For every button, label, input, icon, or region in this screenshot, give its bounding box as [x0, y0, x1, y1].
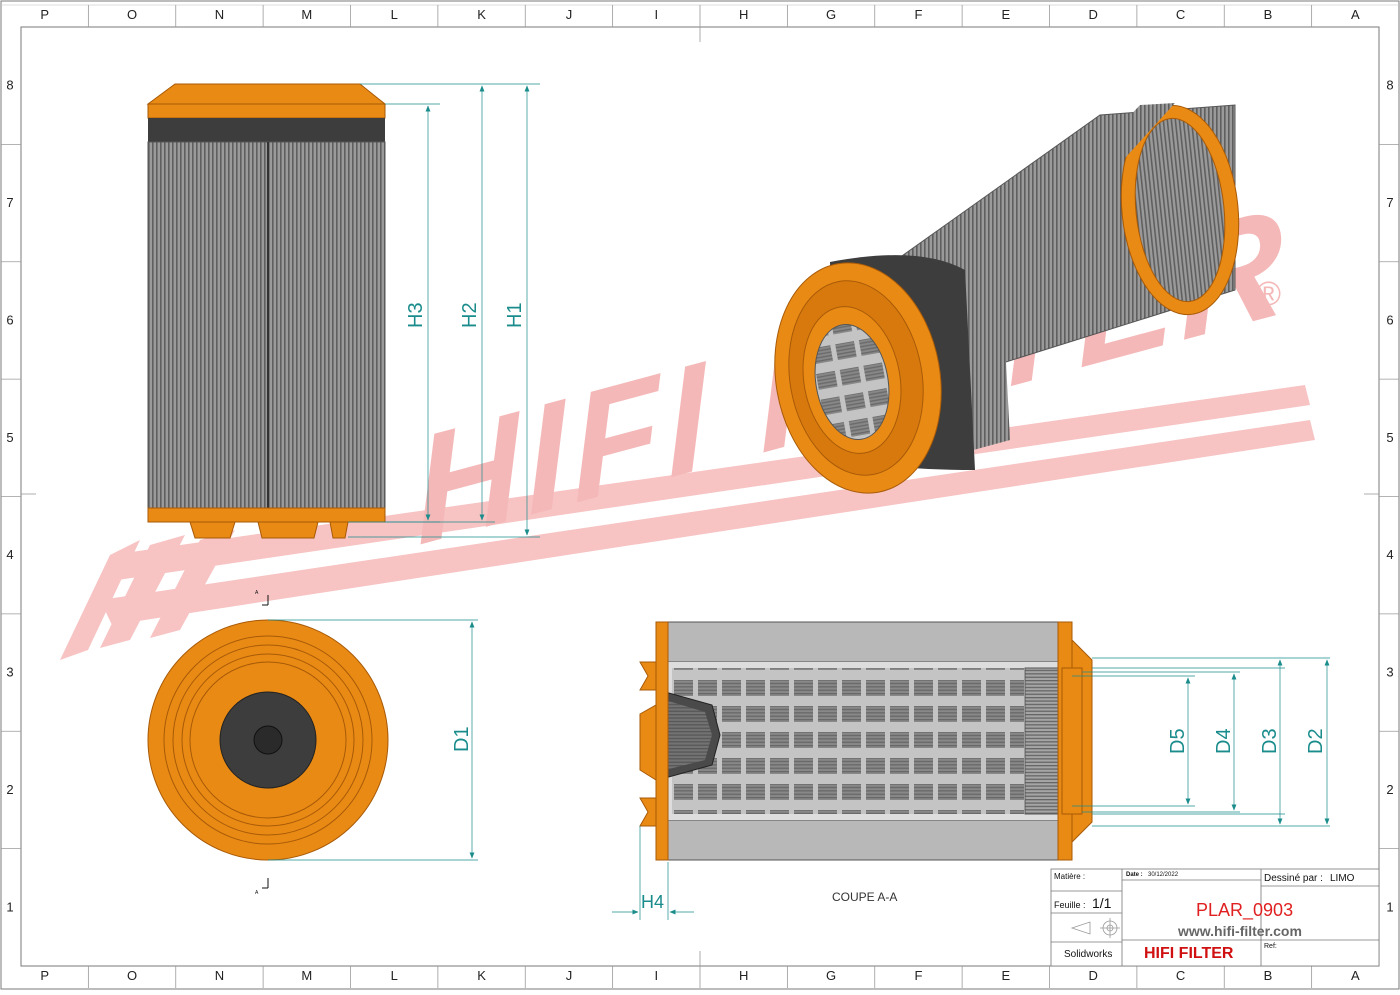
- border-col-label-top: C: [1176, 7, 1185, 22]
- title-block: [1050, 868, 1380, 967]
- section-marker-bottom-label: A: [255, 890, 259, 896]
- border-col-label-top: P: [40, 7, 49, 22]
- border-row-label-left: 7: [6, 195, 13, 210]
- border-col-label-top: F: [914, 7, 922, 22]
- border-row-label-left: 6: [6, 312, 13, 327]
- border-row-label-left: 3: [6, 665, 13, 680]
- front-elevation-view: [146, 83, 387, 539]
- front-dimensions: [348, 83, 540, 538]
- border-col-label-top: J: [566, 7, 573, 22]
- border-col-label-top: D: [1088, 7, 1097, 22]
- border-ticks: [1, 5, 1399, 988]
- border-col-label-top: I: [655, 7, 659, 22]
- bottom-view: [147, 619, 389, 861]
- website: www.hifi-filter.com: [1177, 923, 1302, 939]
- date-label: Date :: [1126, 872, 1143, 878]
- border-col-label-bottom: L: [391, 968, 398, 983]
- border-row-label-right: 6: [1386, 312, 1393, 327]
- border-row-label-right: 4: [1386, 547, 1393, 562]
- border-row-label-left: 5: [6, 430, 13, 445]
- sheet-value: 1/1: [1092, 895, 1112, 911]
- border-col-label-top: M: [301, 7, 312, 22]
- border-col-label-bottom: I: [655, 968, 659, 983]
- date-value: 30/12/2022: [1148, 872, 1179, 878]
- border-row-label-left: 1: [6, 899, 13, 914]
- dim-d3: D3: [1259, 728, 1281, 754]
- border-col-label-bottom: E: [1001, 968, 1010, 983]
- dim-d4: D4: [1213, 728, 1235, 754]
- border-col-label-bottom: F: [914, 968, 922, 983]
- section-view: [639, 621, 1093, 861]
- dim-h3: H3: [405, 302, 427, 328]
- border-col-label-top: A: [1351, 7, 1360, 22]
- dim-d5: D5: [1167, 728, 1189, 754]
- border-col-label-bottom: J: [566, 968, 573, 983]
- dim-h1: H1: [504, 302, 526, 328]
- brand: HIFI FILTER: [1144, 945, 1234, 962]
- bottom-dimensions: [268, 619, 478, 861]
- border-row-label-left: 8: [6, 78, 13, 93]
- watermark-registered: ®: [1256, 275, 1281, 313]
- border-col-label-top: G: [826, 7, 836, 22]
- border-row-label-left: 2: [6, 782, 13, 797]
- border-row-label-right: 2: [1386, 782, 1393, 797]
- border-col-label-top: L: [391, 7, 398, 22]
- border-col-label-top: B: [1264, 7, 1273, 22]
- sheet-label: Feuille :: [1054, 900, 1086, 910]
- ref-label: Ref:: [1264, 943, 1277, 950]
- section-marker-top: [262, 595, 269, 606]
- isometric-view: [774, 103, 1240, 494]
- border-col-label-top: N: [215, 7, 224, 22]
- material-label: Matière :: [1054, 872, 1085, 881]
- border-col-label-bottom: B: [1264, 968, 1273, 983]
- border-col-label-bottom: C: [1176, 968, 1185, 983]
- border-row-label-right: 7: [1386, 195, 1393, 210]
- border-col-label-bottom: P: [40, 968, 49, 983]
- border-col-label-top: E: [1001, 7, 1010, 22]
- projection-symbol: [1070, 918, 1120, 938]
- border-row-label-right: 5: [1386, 430, 1393, 445]
- border-col-label-bottom: N: [215, 968, 224, 983]
- software: Solidworks: [1064, 949, 1112, 960]
- border-row-label-right: 8: [1386, 78, 1393, 93]
- border-col-label-top: K: [477, 7, 486, 22]
- border-row-label-right: 1: [1386, 899, 1393, 914]
- border-col-label-bottom: D: [1088, 968, 1097, 983]
- dim-d1: D1: [451, 726, 473, 752]
- dim-h4: H4: [641, 892, 664, 912]
- section-label: COUPE A-A: [832, 890, 897, 904]
- section-marker-top-label: A: [255, 590, 259, 596]
- border-col-label-bottom: O: [127, 968, 137, 983]
- border-row-label-right: 3: [1386, 665, 1393, 680]
- border-col-label-bottom: G: [826, 968, 836, 983]
- section-dimensions: [612, 657, 1330, 920]
- border-col-label-bottom: M: [301, 968, 312, 983]
- border-col-label-top: H: [739, 7, 748, 22]
- border-row-label-left: 4: [6, 547, 13, 562]
- dim-d2: D2: [1305, 728, 1327, 754]
- dim-h2: H2: [459, 302, 481, 328]
- border-labels: P P O O N N M M L L K K J J I I H H G G F F E E D D C C B B A A 8 8 7 7 6 6 5 5…: [6, 7, 1393, 983]
- border-col-label-bottom: K: [477, 968, 486, 983]
- border-col-label-bottom: A: [1351, 968, 1360, 983]
- border-col-label-bottom: H: [739, 968, 748, 983]
- border-col-label-top: O: [127, 7, 137, 22]
- drawn-by-value: LIMO: [1330, 873, 1355, 884]
- section-marker-bottom: [262, 878, 269, 889]
- part-number: PLAR_0903: [1196, 900, 1293, 921]
- drawn-by-label: Dessiné par :: [1264, 873, 1323, 884]
